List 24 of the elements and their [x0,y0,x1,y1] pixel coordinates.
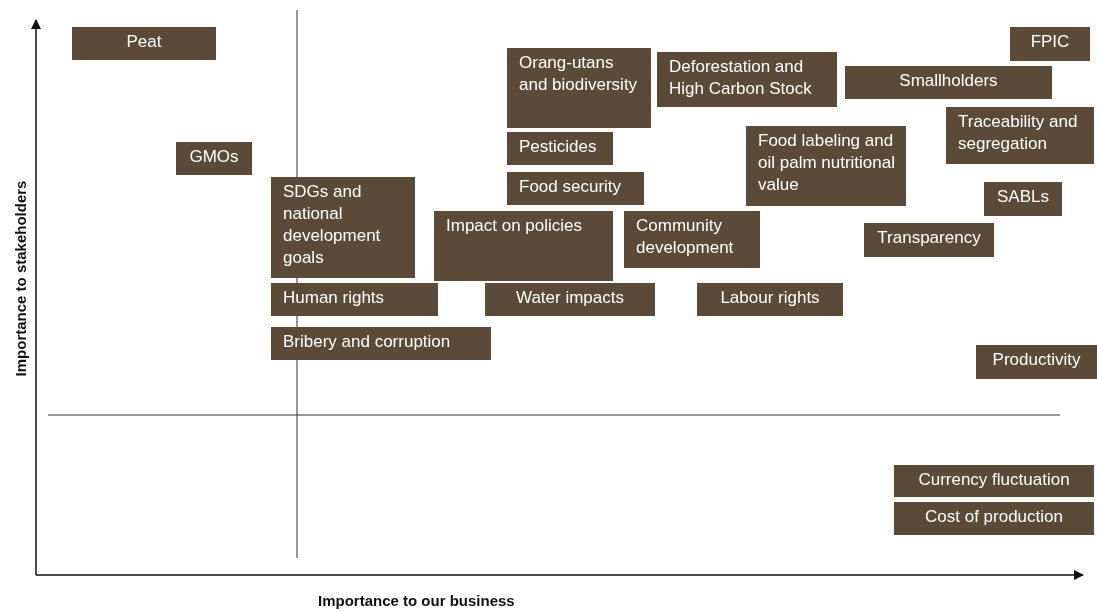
topic-box: Deforestation and High Carbon Stock [657,52,837,107]
topic-box: Transparency [864,223,994,257]
topic-box: Human rights [271,283,438,316]
topic-box: Orang-utans and biodiversity [507,48,651,128]
topic-box: Peat [72,27,216,60]
topic-box: Traceability and segregation [946,107,1094,164]
topic-box: Impact on policies [434,211,613,281]
topic-box: Currency fluctuation [894,465,1094,497]
topic-box: Smallholders [845,66,1052,99]
topic-box: Community development [624,211,760,268]
topic-box: SDGs and national development goals [271,177,415,278]
topic-box: Productivity [976,345,1097,379]
topic-box: Water impacts [485,283,655,316]
topic-box: Food labeling and oil palm nutritional value [746,126,906,206]
topic-box: SABLs [984,182,1062,216]
topic-box: Pesticides [507,132,613,165]
x-axis-title: Importance to our business [318,592,515,609]
topic-box: Cost of production [894,502,1094,535]
topic-box: FPIC [1010,27,1090,61]
topic-box: Labour rights [697,283,843,316]
topic-box: GMOs [176,142,252,175]
y-axis-title: Importance to stakeholders [11,179,29,379]
topic-box: Bribery and corruption [271,327,491,360]
topic-box: Food security [507,172,644,205]
